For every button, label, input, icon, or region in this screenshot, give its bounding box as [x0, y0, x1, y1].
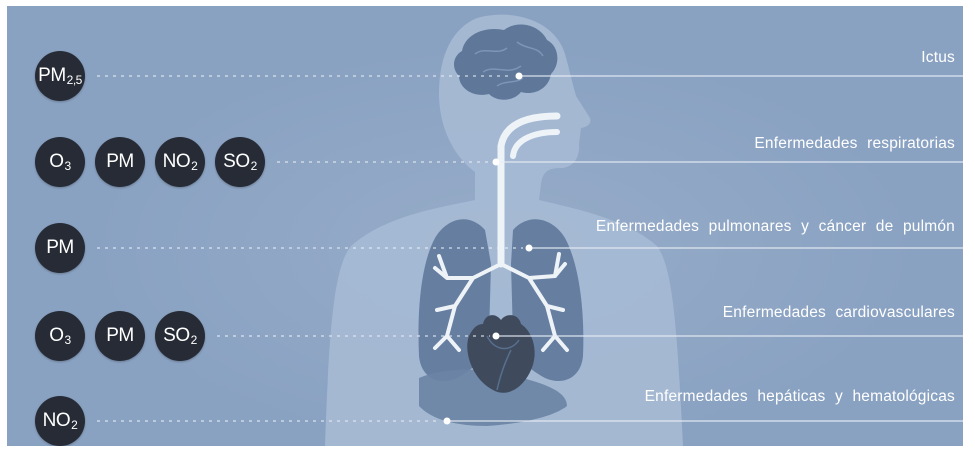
- pollutant-formula: PM: [46, 237, 74, 259]
- disease-label: Ictus: [921, 49, 955, 67]
- pollutant-subscript: 2,5: [67, 73, 82, 87]
- organ-marker-dot: [526, 245, 533, 252]
- disease-label: Enfermedades cardiovasculares: [723, 304, 955, 322]
- pollutant-formula: PM: [106, 325, 134, 347]
- pollutant-formula: O: [49, 151, 63, 173]
- organ-marker-dot: [516, 73, 523, 80]
- pollutant-badge: PM: [95, 311, 145, 361]
- pollutant-formula: PM: [106, 151, 134, 173]
- pollutant-subscript: 2: [251, 159, 257, 173]
- pollutant-subscript: 2: [71, 418, 77, 432]
- pollutant-subscript: 2: [191, 159, 197, 173]
- pollutant-formula: NO: [43, 410, 71, 432]
- disease-label: Enfermedades pulmonares y cáncer de pulm…: [596, 218, 955, 236]
- pollutant-subscript: 2: [191, 333, 197, 347]
- pollutant-formula: SO: [223, 151, 249, 173]
- organ-marker-dot: [444, 418, 451, 425]
- organ-marker-dot: [493, 159, 500, 166]
- pollutant-formula: O: [49, 325, 63, 347]
- pollutant-badge: PM: [35, 223, 85, 273]
- pollutant-badge: PM: [95, 137, 145, 187]
- pollutant-formula: PM: [38, 65, 66, 87]
- disease-label: Enfermedades respiratorias: [754, 135, 955, 153]
- disease-label: Enfermedades hepáticas y hematológicas: [645, 388, 955, 406]
- pollutant-subscript: 3: [65, 159, 71, 173]
- pollutant-subscript: 3: [65, 333, 71, 347]
- pollutant-formula: NO: [163, 151, 191, 173]
- pollutant-formula: SO: [163, 325, 189, 347]
- organ-marker-dot: [493, 333, 500, 340]
